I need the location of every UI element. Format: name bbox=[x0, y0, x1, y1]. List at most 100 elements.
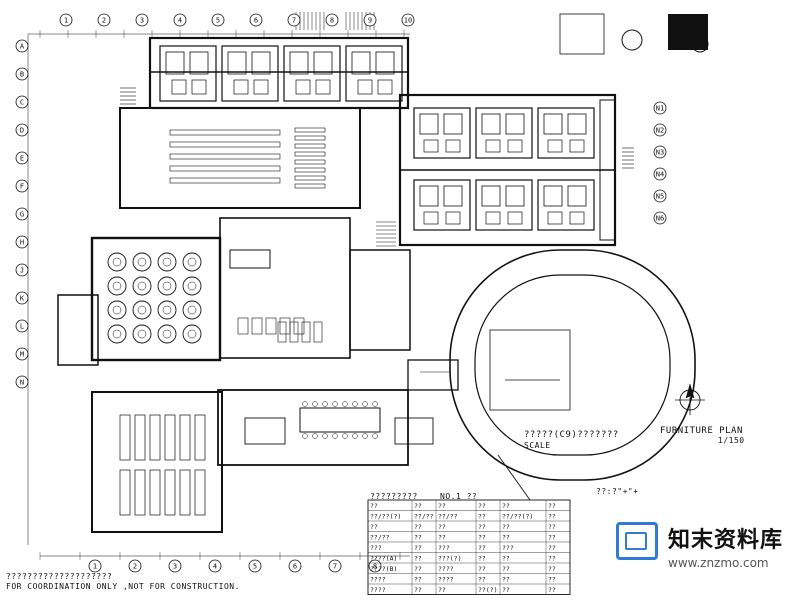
grid-bubble-label: H bbox=[20, 239, 24, 247]
toilet-stall bbox=[265, 317, 277, 335]
legend-cell: ?? bbox=[414, 555, 422, 563]
legend-cell: ?? bbox=[548, 565, 556, 573]
legend-cell: ?? bbox=[414, 523, 422, 531]
bath bbox=[191, 79, 207, 95]
bed bbox=[375, 51, 395, 75]
north-arrow-tip-icon bbox=[685, 383, 695, 399]
legend-cell: ?? bbox=[478, 576, 486, 584]
chair bbox=[362, 433, 368, 439]
seat-block bbox=[149, 414, 161, 461]
bath bbox=[423, 211, 439, 225]
bed bbox=[289, 51, 309, 75]
round-table bbox=[182, 300, 202, 320]
bed bbox=[351, 51, 371, 75]
key-plan-frame bbox=[559, 13, 605, 55]
grid-bubble-circle bbox=[15, 375, 29, 389]
dining-hall bbox=[90, 236, 222, 362]
seat-block bbox=[179, 414, 191, 461]
legend-cell: ?? bbox=[438, 502, 446, 510]
grid-bubble-circle bbox=[208, 559, 222, 573]
bed bbox=[567, 113, 587, 135]
seat-block bbox=[149, 469, 161, 516]
bed bbox=[165, 51, 185, 75]
desk-row bbox=[294, 167, 326, 173]
grid-bubble-top: 7 bbox=[287, 13, 301, 27]
legend-cell: ?? bbox=[548, 576, 556, 584]
grid-bubble-label: J bbox=[20, 267, 24, 275]
table-center bbox=[112, 257, 122, 267]
grid-bubble-left: D bbox=[15, 123, 29, 137]
legend-cell: ??? bbox=[370, 544, 382, 552]
side-code: ??:?"+"+ bbox=[596, 487, 639, 496]
bed bbox=[419, 185, 439, 207]
watermark-brand: 知末资料库 bbox=[668, 528, 784, 553]
seat-block bbox=[179, 469, 191, 516]
guest-room bbox=[221, 45, 279, 102]
grid-bubble-left: F bbox=[15, 179, 29, 193]
guest-room bbox=[537, 179, 595, 231]
legend-cell: ?? bbox=[438, 523, 446, 531]
grid-bubble-circle bbox=[59, 13, 73, 27]
grid-bubble-label: 4 bbox=[213, 563, 217, 571]
bath bbox=[485, 211, 501, 225]
guest-room bbox=[475, 107, 533, 159]
bath bbox=[445, 211, 461, 225]
round-table bbox=[107, 324, 127, 344]
grid-bubble-label: F bbox=[20, 183, 24, 191]
chair bbox=[302, 433, 308, 439]
desk-row bbox=[294, 143, 326, 149]
legend-cell: ??/??(?) bbox=[370, 513, 401, 521]
round-table bbox=[157, 252, 177, 272]
legend-cell: ?? bbox=[502, 565, 510, 573]
east-stair-block bbox=[349, 249, 411, 351]
watermark-url: www.znzmo.com bbox=[668, 556, 769, 570]
grid-bubble-circle bbox=[363, 13, 377, 27]
seat-block bbox=[134, 414, 146, 461]
guest-room bbox=[159, 45, 217, 102]
desk-row bbox=[169, 153, 281, 160]
grid-bubble-label: 1 bbox=[93, 563, 97, 571]
grid-bubble-circle bbox=[653, 101, 667, 115]
legend-cell: ?? bbox=[438, 534, 446, 542]
grid-bubble-label: 4 bbox=[178, 17, 182, 25]
chair bbox=[322, 401, 328, 407]
legend-cell: ?? bbox=[502, 534, 510, 542]
grid-bubble-circle bbox=[653, 211, 667, 225]
chair bbox=[312, 401, 318, 407]
seat-block bbox=[119, 469, 131, 516]
round-table bbox=[132, 252, 152, 272]
table-center bbox=[112, 281, 122, 291]
meeting-table bbox=[244, 417, 286, 445]
table-center bbox=[187, 329, 197, 339]
seat-block bbox=[194, 414, 206, 461]
bath bbox=[233, 79, 249, 95]
grid-bubble-label: B bbox=[20, 71, 24, 79]
legend-cell: ?? bbox=[414, 544, 422, 552]
floor-plan bbox=[27, 12, 709, 560]
bed bbox=[313, 51, 333, 75]
chair bbox=[352, 433, 358, 439]
grid-bubble-left: K bbox=[15, 291, 29, 305]
grid-bubble-top: 4 bbox=[173, 13, 187, 27]
legend-cell: ?? bbox=[478, 523, 486, 531]
grid-bubble-circle bbox=[653, 123, 667, 137]
legend-cell: ????(B) bbox=[370, 565, 397, 573]
footer-notice: FOR COORDINATION ONLY ,NOT FOR CONSTRUCT… bbox=[6, 582, 240, 591]
legend-cell: ?? bbox=[370, 523, 378, 531]
legend-no: NO.1 ?? bbox=[440, 492, 478, 501]
grid-bubble-circle bbox=[328, 559, 342, 573]
bath bbox=[253, 79, 269, 95]
legend-cell: ?? bbox=[414, 502, 422, 510]
legend-cell: ?? bbox=[548, 555, 556, 563]
legend-cell: ?? bbox=[502, 523, 510, 531]
grid-bubble-top: 5 bbox=[211, 13, 225, 27]
toilet-stall bbox=[251, 317, 263, 335]
round-table bbox=[107, 300, 127, 320]
chair bbox=[372, 401, 378, 407]
round-table bbox=[182, 252, 202, 272]
round-table bbox=[107, 252, 127, 272]
grid-bubble-circle bbox=[15, 179, 29, 193]
bath bbox=[445, 139, 461, 153]
grid-bubble-left: L bbox=[15, 319, 29, 333]
